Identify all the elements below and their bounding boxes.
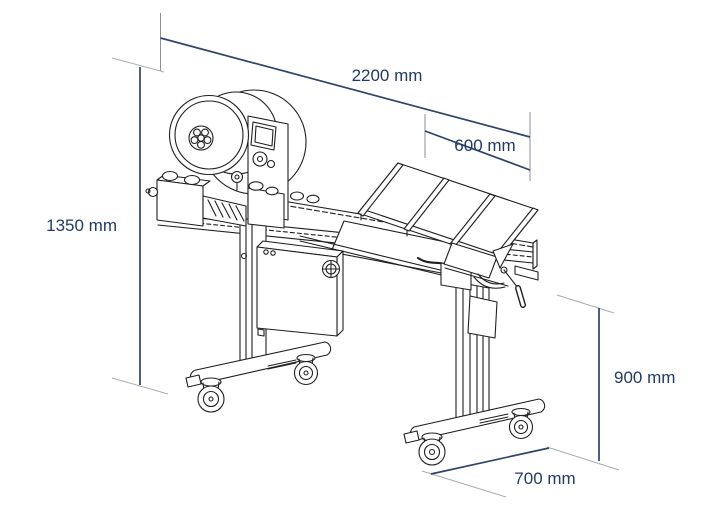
dimension-annotations: 2200 mm 600 mm 1350 mm 900 mm 700 mm — [46, 13, 675, 498]
electrical-box — [256, 240, 344, 337]
caster-wheel — [418, 432, 446, 466]
dimension-label-hopper-width: 600 mm — [454, 136, 515, 155]
left-leg — [185, 341, 332, 413]
brake-pedal — [403, 430, 420, 444]
hopper-divider — [403, 177, 450, 232]
tension-gauge — [230, 170, 244, 184]
film-reel-and-head — [145, 89, 320, 229]
dimension-label-stand-depth: 700 mm — [514, 469, 575, 488]
dimension-label-overall-height: 1350 mm — [46, 216, 117, 235]
caster-wheel — [197, 377, 225, 413]
hopper-left-wall — [357, 162, 404, 217]
right-leg — [403, 398, 546, 466]
dimension-stand-height: 900 mm — [546, 294, 675, 471]
caster-wheel — [508, 407, 534, 440]
banding-head — [145, 170, 320, 229]
caster-wheel — [293, 353, 319, 386]
crank-handle — [444, 266, 526, 308]
reel-hub — [188, 125, 214, 151]
right-lift-column — [440, 262, 498, 421]
brake-pedal — [185, 374, 202, 388]
panel-dial — [252, 151, 268, 167]
machine-illustration — [145, 89, 546, 466]
discharge-chute — [443, 242, 514, 279]
dimension-stand-depth: 700 mm — [421, 447, 576, 498]
dimension-label-overall-length: 2200 mm — [352, 66, 423, 85]
dimension-label-stand-height: 900 mm — [614, 368, 675, 387]
dimension-overall-height: 1350 mm — [46, 57, 169, 395]
dimension-hopper-width: 600 mm — [424, 114, 531, 171]
